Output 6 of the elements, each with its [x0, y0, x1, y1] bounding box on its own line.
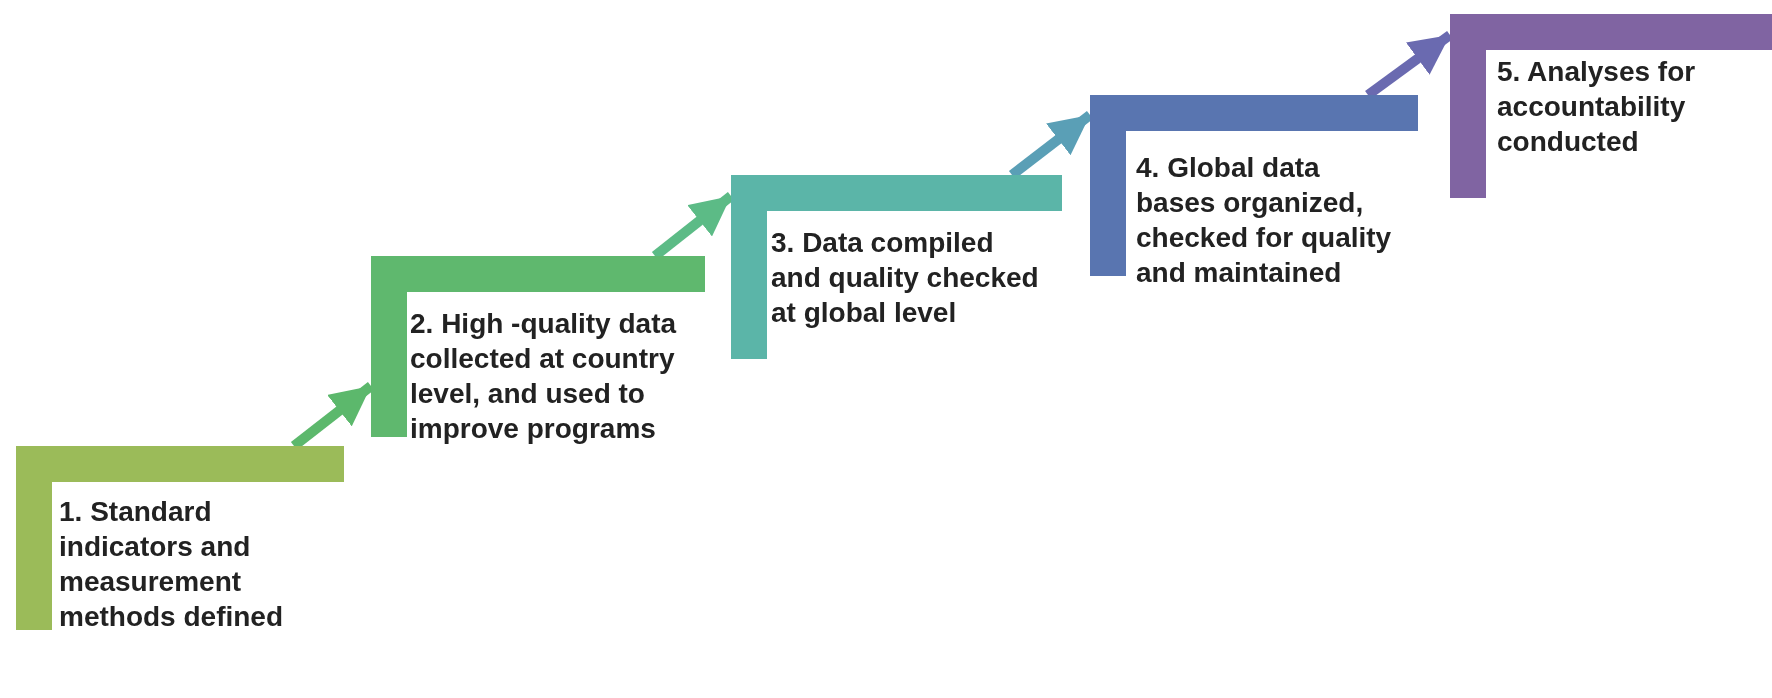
step-text: 3. Data compiled and quality checked at global level	[771, 226, 1040, 330]
step-text: 5. Analyses for accountability conducted	[1497, 55, 1697, 159]
step-text: 1. Standard indicators and measurement methods defined	[59, 495, 284, 634]
step-bracket	[1450, 14, 1772, 198]
step-text: 2. High -quality data collected at country level, and used to improve programs	[410, 307, 678, 446]
step-text: 4. Global data bases organized, checked for quality and maintained	[1136, 151, 1393, 290]
